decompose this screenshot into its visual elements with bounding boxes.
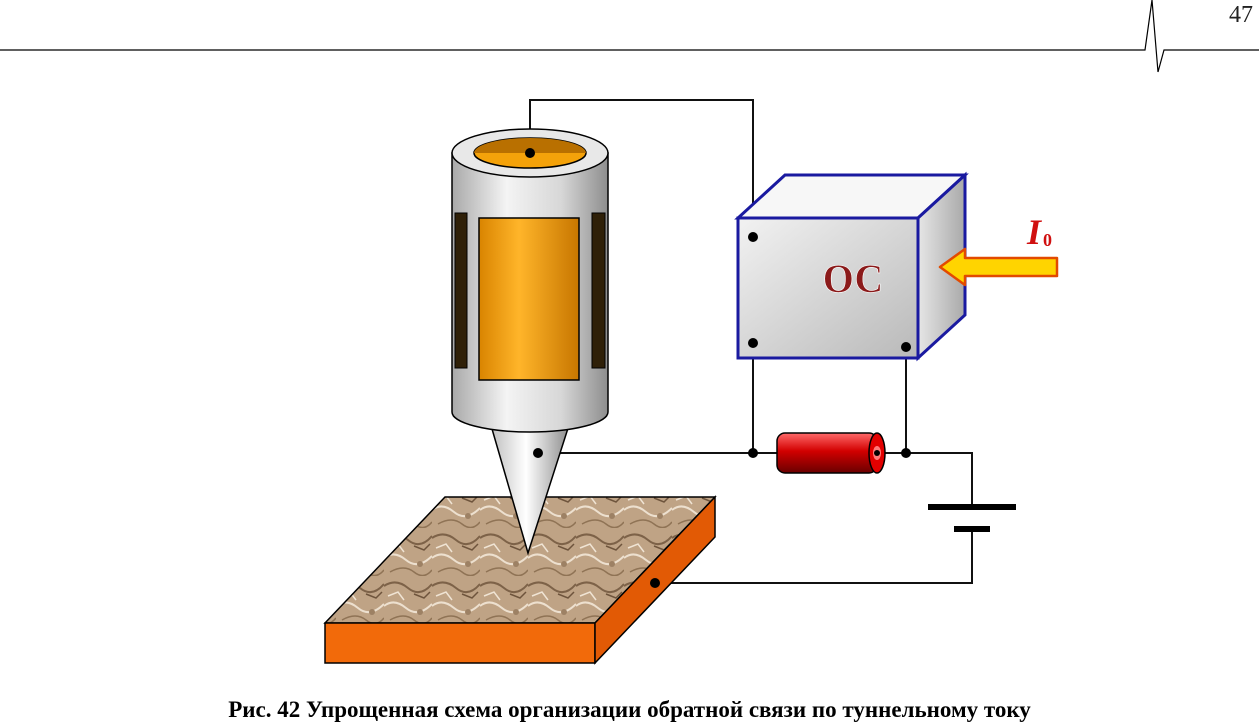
page-number: 47 xyxy=(1229,2,1253,28)
reference-current-symbol: I xyxy=(1026,212,1043,252)
circuit-wires xyxy=(529,99,973,584)
reference-current-subscript: 0 xyxy=(1043,230,1052,250)
feedback-unit-label: ОС xyxy=(823,256,884,301)
stm-feedback-diagram: ОС I 0 xyxy=(0,0,1259,665)
connection-nodes xyxy=(525,148,911,588)
reference-current-arrow-icon xyxy=(938,247,1059,287)
battery-icon xyxy=(928,504,1016,532)
resistor xyxy=(776,432,886,474)
figure-caption: Рис. 42 Упрощенная схема организации обр… xyxy=(228,697,1031,722)
piezo-scanner xyxy=(451,128,609,433)
header-rule xyxy=(0,0,1259,73)
feedback-unit-box: ОС xyxy=(734,171,969,362)
